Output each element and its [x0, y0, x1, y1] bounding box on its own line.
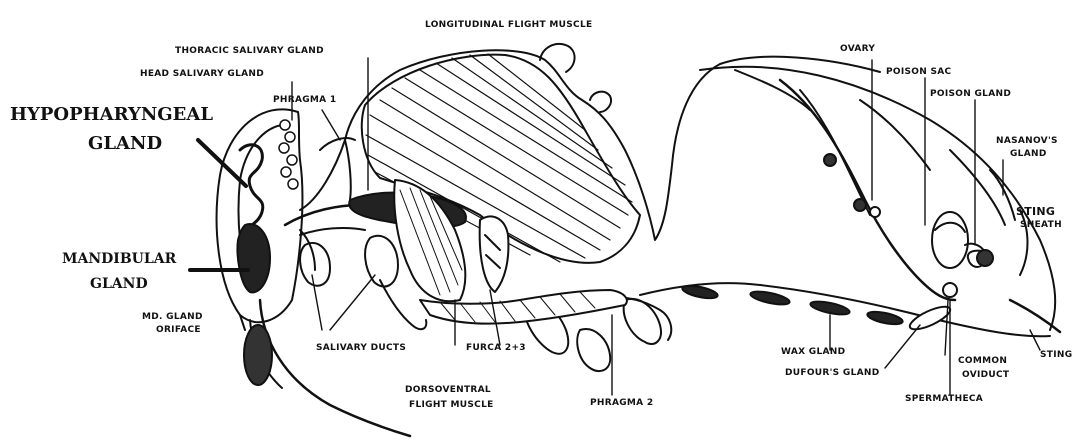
- mandible: [244, 325, 272, 385]
- label-dorsoventral-line2: FLIGHT MUSCLE: [409, 400, 494, 410]
- proboscis: [260, 300, 410, 436]
- label-head-salivary-gland: HEAD SALIVARY GLAND: [140, 69, 264, 79]
- leg-5: [624, 299, 661, 344]
- hypopharyngeal-pointer: [198, 140, 246, 186]
- label-nasanov-line2: GLAND: [1010, 149, 1047, 159]
- label-furca: FURCA 2+3: [466, 343, 526, 353]
- label-hypopharyngeal-gland-line2: GLAND: [88, 133, 162, 154]
- leg-2: [365, 236, 398, 287]
- label-sting-sheath-line2: SHEATH: [1020, 220, 1062, 230]
- label-dufours-gland: DUFOUR'S GLAND: [785, 368, 879, 378]
- label-md-gland-oriface-line2: ORIFACE: [156, 325, 201, 335]
- label-poison-sac: POISON SAC: [886, 67, 951, 77]
- spermatheca: [943, 283, 957, 297]
- label-phragma-1: PHRAGMA 1: [273, 95, 336, 105]
- label-md-gland-oriface-line1: MD. GLAND: [142, 312, 203, 322]
- label-sting: STING: [1040, 350, 1072, 360]
- label-mandibular-gland-line2: GLAND: [90, 276, 148, 292]
- label-nasanov-line1: NASANOV'S: [996, 136, 1058, 146]
- label-mandibular-gland-line1: MANDIBULAR: [62, 251, 176, 267]
- label-longitudinal-flight-muscle: LONGITUDINAL FLIGHT MUSCLE: [425, 20, 592, 30]
- label-common-oviduct-line1: COMMON: [958, 356, 1007, 366]
- label-common-oviduct-line2: OVIDUCT: [962, 370, 1009, 380]
- label-wax-gland: WAX GLAND: [781, 347, 845, 357]
- wing-base: [540, 44, 575, 72]
- label-dorsoventral-line1: DORSOVENTRAL: [405, 385, 491, 395]
- abdomen-dorsal-outline: [700, 67, 1055, 330]
- poison-sac: [932, 212, 968, 268]
- label-spermatheca: SPERMATHECA: [905, 394, 983, 404]
- furca: [480, 216, 509, 292]
- label-hypopharyngeal-gland-line1: HYPOPHARYNGEAL: [10, 104, 213, 125]
- label-ovary: OVARY: [840, 44, 875, 54]
- leg-4: [577, 329, 610, 371]
- label-thoracic-salivary-gland: THORACIC SALIVARY GLAND: [175, 46, 324, 56]
- head-salivary-gland: [279, 120, 298, 189]
- mandibular-gland: [238, 224, 271, 292]
- ovary: [780, 80, 955, 300]
- label-poison-gland: POISON GLAND: [930, 89, 1011, 99]
- label-salivary-ducts: SALIVARY DUCTS: [316, 343, 406, 353]
- label-sting-sheath-line1: STING: [1016, 205, 1055, 218]
- label-phragma-2: PHRAGMA 2: [590, 398, 653, 408]
